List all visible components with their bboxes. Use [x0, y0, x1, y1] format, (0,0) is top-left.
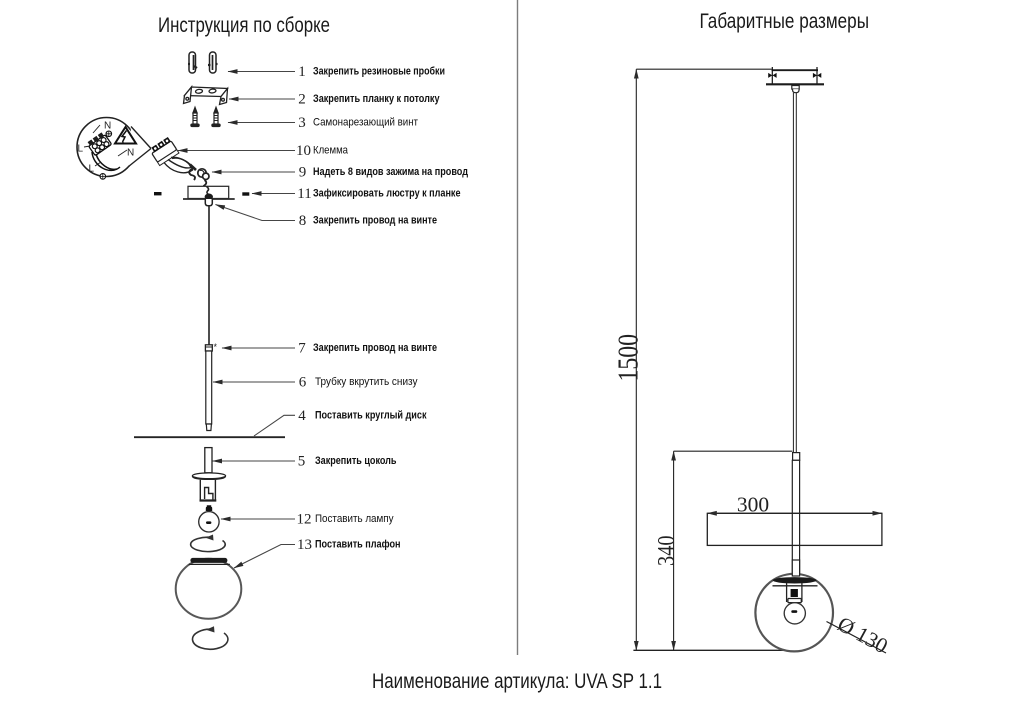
- svg-text:Закрепить планку к потолку: Закрепить планку к потолку: [313, 93, 440, 105]
- svg-text:9: 9: [299, 165, 307, 181]
- svg-text:Поставить плафон: Поставить плафон: [315, 539, 401, 551]
- svg-text:300: 300: [737, 493, 769, 517]
- svg-text:Поставить круглый диск: Поставить круглый диск: [315, 410, 427, 422]
- svg-text:Закрепить резиновые пробки: Закрепить резиновые пробки: [313, 66, 445, 78]
- svg-text:2: 2: [298, 92, 306, 108]
- svg-text:Закрепить провод на винте: Закрепить провод на винте: [313, 215, 437, 227]
- svg-text:8: 8: [299, 213, 307, 229]
- svg-text:7: 7: [298, 341, 306, 357]
- svg-text:Закрепить провод на винте: Закрепить провод на винте: [313, 342, 437, 354]
- svg-text:13: 13: [297, 537, 312, 553]
- svg-text:1: 1: [298, 64, 306, 80]
- svg-text:12: 12: [297, 512, 312, 528]
- svg-text:11: 11: [297, 186, 311, 202]
- svg-text:Поставить лампу: Поставить лампу: [315, 513, 394, 525]
- svg-text:N: N: [127, 148, 134, 159]
- svg-text:L: L: [78, 144, 84, 155]
- svg-text:Самонарезающий винт: Самонарезающий винт: [313, 117, 419, 129]
- svg-text:1500: 1500: [613, 334, 644, 382]
- svg-text:N: N: [104, 121, 111, 132]
- svg-text:Габаритные размеры: Габаритные размеры: [700, 9, 870, 33]
- svg-text:3: 3: [298, 115, 306, 131]
- svg-text:Клемма: Клемма: [313, 145, 349, 157]
- svg-text:6: 6: [299, 375, 307, 391]
- svg-text:L: L: [89, 164, 95, 175]
- svg-text:Трубку вкрутить снизу: Трубку вкрутить снизу: [315, 376, 418, 388]
- svg-text:5: 5: [298, 454, 306, 470]
- svg-text:Инструкция по сборке: Инструкция по сборке: [158, 13, 330, 37]
- svg-text:Наименование артикула: UVA SP: Наименование артикула: UVA SP 1.1: [372, 669, 662, 693]
- svg-text:Закрепить цоколь: Закрепить цоколь: [315, 455, 397, 467]
- svg-text:10: 10: [296, 143, 311, 159]
- svg-text:Зафиксировать люстру к планке: Зафиксировать люстру к планке: [313, 188, 461, 200]
- svg-text:*: *: [214, 342, 218, 352]
- svg-text:4: 4: [298, 408, 306, 424]
- svg-text:340: 340: [654, 535, 680, 566]
- svg-text:Надеть 8 видов зажима на прово: Надеть 8 видов зажима на провод: [313, 166, 469, 178]
